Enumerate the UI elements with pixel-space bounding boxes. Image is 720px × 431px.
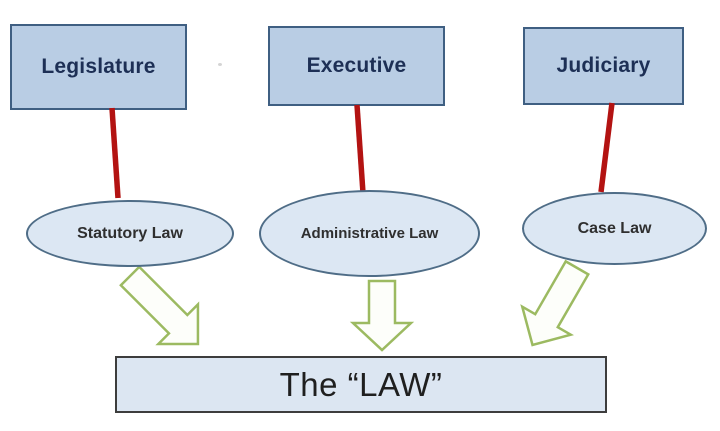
judiciary-box-label: Judiciary — [556, 54, 651, 77]
the-law-box: The “LAW” — [115, 356, 607, 413]
connector-executive-administrative — [354, 104, 366, 194]
down-arrow-icon — [349, 279, 415, 352]
case-law-label: Case Law — [577, 219, 652, 237]
administrative-law-label: Administrative Law — [300, 224, 439, 242]
legislature-box-label: Legislature — [41, 55, 156, 78]
down-left-arrow-icon — [520, 259, 590, 347]
executive-box-label: Executive — [306, 54, 407, 77]
statutory-law-label: Statutory Law — [77, 224, 183, 242]
connector-legislature-statutory — [109, 107, 121, 199]
statutory-law-ellipse: Statutory Law — [26, 200, 234, 267]
the-law-label: The “LAW” — [279, 365, 443, 403]
connector-judiciary-case — [598, 102, 615, 193]
executive-box: Executive — [268, 26, 445, 106]
judiciary-box: Judiciary — [523, 27, 684, 105]
case-law-ellipse: Case Law — [522, 192, 707, 265]
stray-mark — [218, 63, 222, 66]
legislature-box: Legislature — [10, 24, 187, 110]
down-right-arrow-icon — [119, 265, 200, 346]
administrative-law-ellipse: Administrative Law — [259, 190, 480, 277]
